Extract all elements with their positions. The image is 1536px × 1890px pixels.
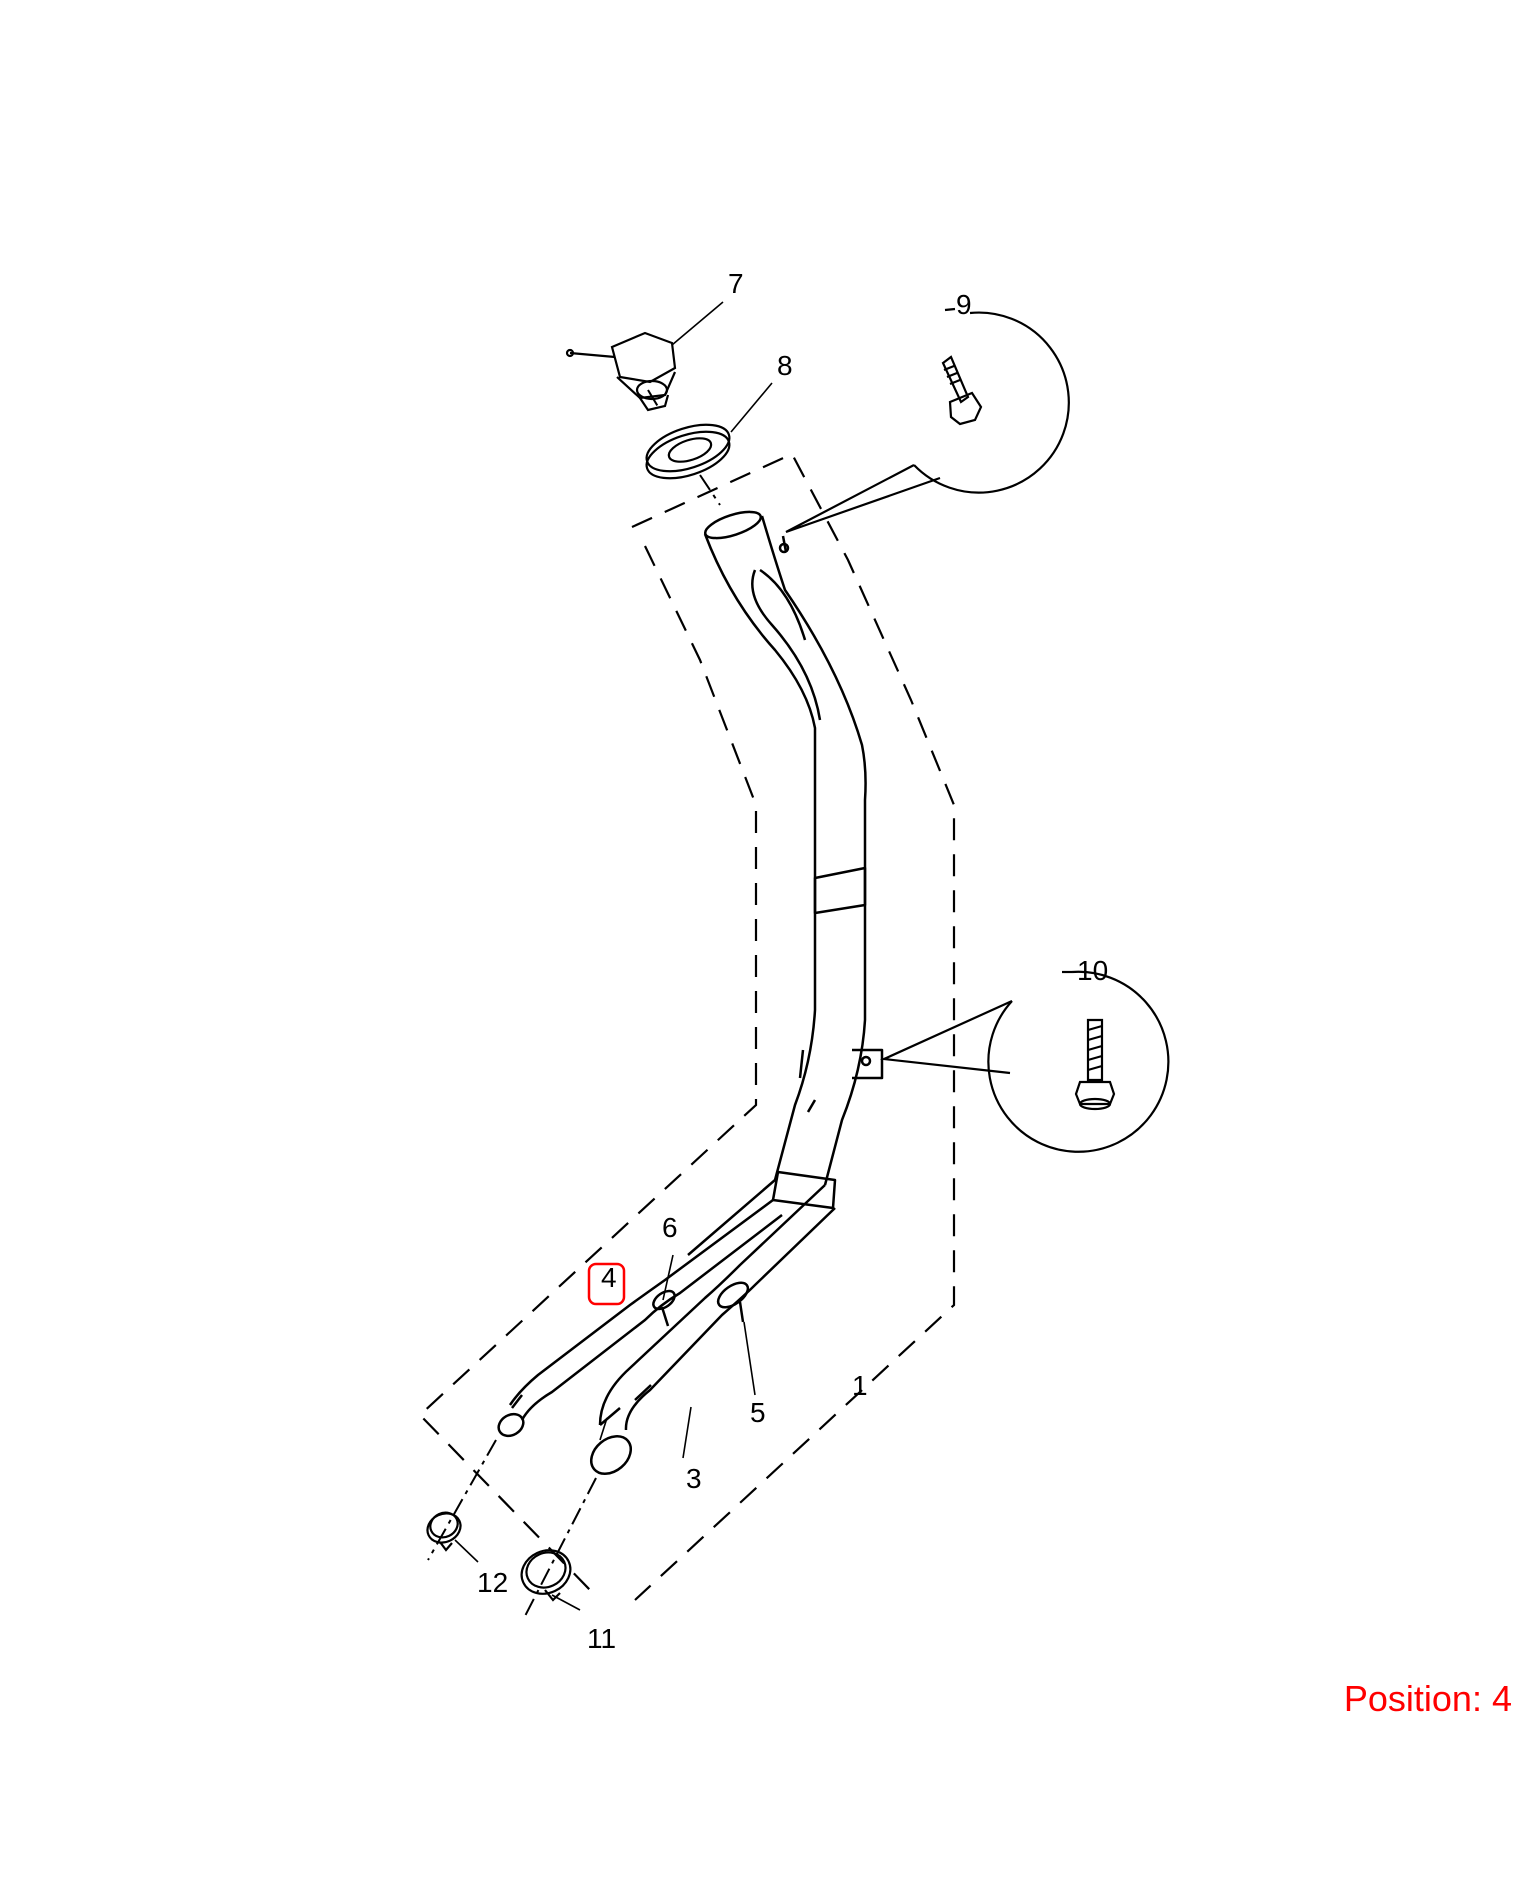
leader-lines (454, 301, 773, 1611)
filler-cap (565, 331, 677, 412)
callout-10: 10 (1077, 955, 1108, 986)
lower-hoses (497, 1184, 836, 1475)
clip-12 (426, 1511, 462, 1552)
clip-11 (520, 1549, 572, 1602)
callout-12: 12 (477, 1567, 508, 1598)
position-label-text: Position: (1343, 1678, 1482, 1719)
callout-6: 6 (662, 1212, 678, 1243)
callout-4: 4 (601, 1262, 617, 1293)
position-indicator: Position: 4 (1344, 1678, 1512, 1720)
cap-seal (645, 423, 731, 480)
callout-8: 8 (777, 350, 793, 381)
detail-circle-bolt-9 (785, 307, 1070, 534)
callout-11: 11 (587, 1623, 616, 1654)
detail-circle-bolt-10 (879, 970, 1170, 1153)
callout-9: 9 (956, 289, 972, 320)
centre-lines (427, 389, 721, 1621)
callout-labels: 1 3 4 5 6 7 8 9 10 11 12 (477, 268, 1108, 1654)
callout-7: 7 (728, 268, 744, 299)
position-value: 4 (1491, 1678, 1512, 1719)
callout-5: 5 (750, 1397, 766, 1428)
assembly-outline (418, 452, 956, 1601)
callout-4-highlight (587, 1262, 626, 1306)
callout-1: 1 (852, 1370, 868, 1401)
callout-3: 3 (686, 1463, 702, 1494)
filler-pipe (687, 510, 884, 1256)
